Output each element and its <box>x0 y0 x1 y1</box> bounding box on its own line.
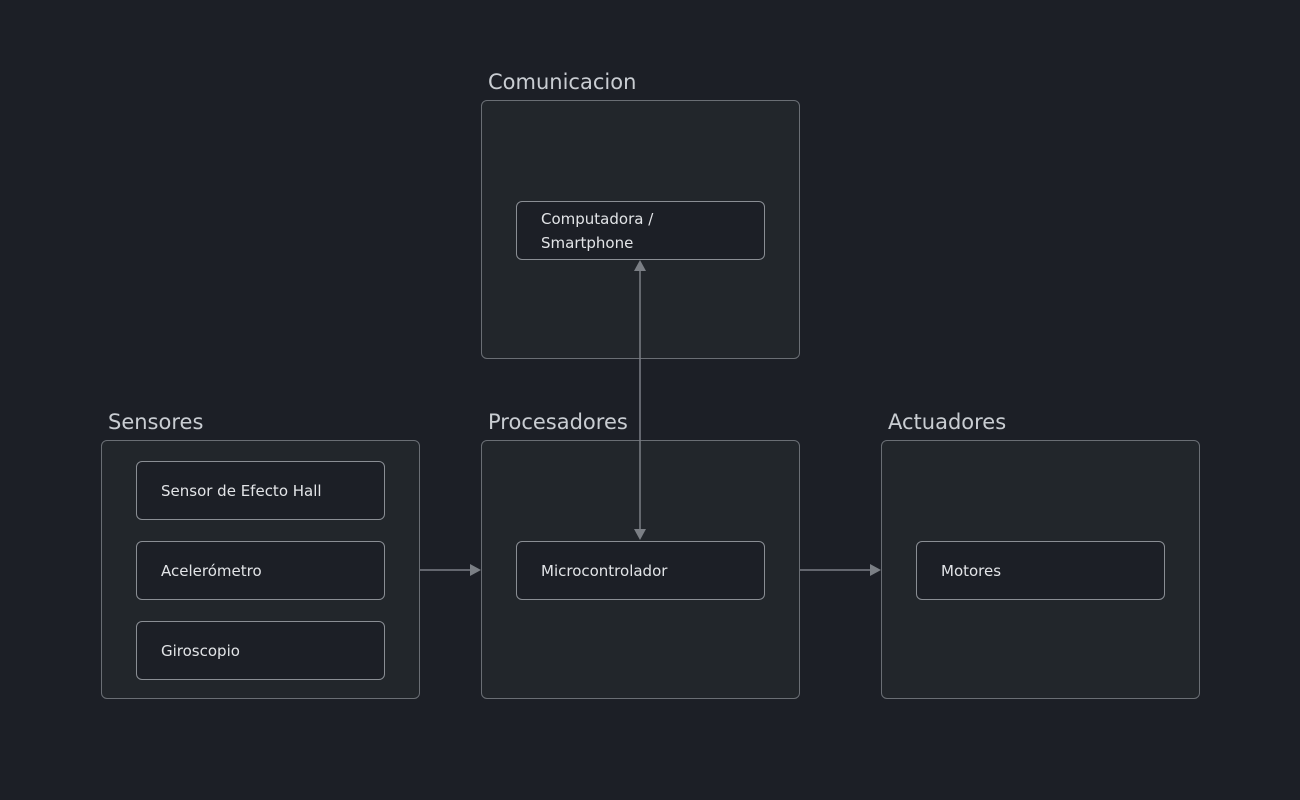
node-acelerometro[interactable]: Acelerómetro <box>136 541 385 600</box>
edge-procesadores-actuadores <box>800 564 881 576</box>
node-giroscopio[interactable]: Giroscopio <box>136 621 385 680</box>
node-microcontrolador[interactable]: Microcontrolador <box>516 541 765 600</box>
edge-sensores-procesadores <box>420 564 481 576</box>
group-comunicacion[interactable]: Computadora / Smartphone <box>481 100 800 359</box>
node-giroscopio-label: Giroscopio <box>161 641 240 660</box>
group-title-procesadores: Procesadores <box>488 410 628 434</box>
node-motores-label: Motores <box>941 561 1002 580</box>
node-computadora-smartphone-label: Computadora / Smartphone <box>541 209 654 252</box>
group-procesadores[interactable]: Microcontrolador <box>481 440 800 699</box>
node-microcontrolador-label: Microcontrolador <box>541 561 668 580</box>
node-motores[interactable]: Motores <box>916 541 1165 600</box>
group-title-actuadores: Actuadores <box>888 410 1007 434</box>
group-actuadores[interactable]: Motores <box>881 440 1200 699</box>
group-sensores[interactable]: Sensor de Efecto Hall Acelerómetro Giros… <box>101 440 420 699</box>
node-computadora-smartphone[interactable]: Computadora / Smartphone <box>516 201 765 260</box>
group-title-sensores: Sensores <box>108 410 204 434</box>
node-sensor-efecto-hall-label: Sensor de Efecto Hall <box>161 481 322 500</box>
group-title-comunicacion: Comunicacion <box>488 70 637 94</box>
node-sensor-efecto-hall[interactable]: Sensor de Efecto Hall <box>136 461 385 520</box>
node-acelerometro-label: Acelerómetro <box>161 561 262 580</box>
